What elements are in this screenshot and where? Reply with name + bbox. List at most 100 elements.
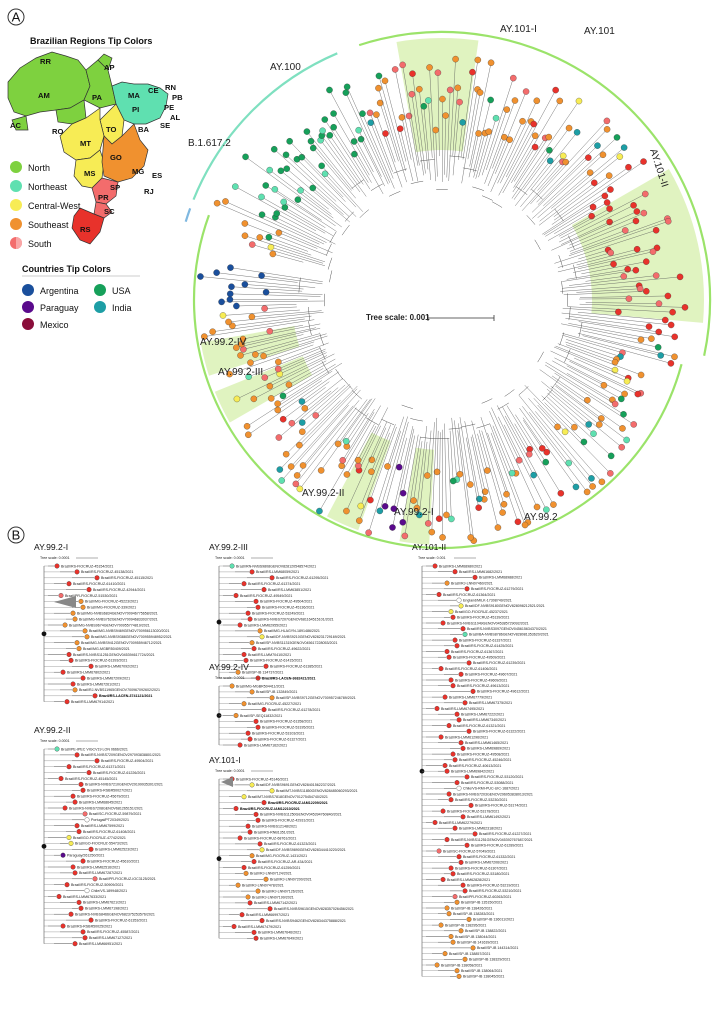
subtree-tip-label: Brazil/RS-NVBS7208GENOV681265151/2021 [69,806,143,810]
subtree-title: AY.99.2-IV [209,662,249,672]
subtree-tip-label: Brazil/MT-NVBS11850GENOV828485060293/202… [276,789,358,793]
subtree-tip-label: Brazil/RS-LMM61492/2021 [467,815,510,819]
subtree-tip-marker [449,934,454,939]
tree-internal-arc [299,278,301,293]
tree-tip [594,143,600,149]
subtree-tip-label: Brazil/RS-LMM67092/2021 [95,665,138,669]
subtree-tip-marker [71,611,76,616]
tree-tip [650,249,656,255]
tree-branch [488,433,518,522]
tree-branch [558,344,641,375]
subtree-scale-label: Tree scale: 0.0001 [215,556,245,560]
tree-tip [399,114,405,120]
tree-tip [672,334,678,340]
tree-tip [655,344,661,350]
subtree-tip-marker [467,729,472,734]
tree-tip [376,73,382,79]
tree-branch [313,188,344,215]
subtree-tip-label: Brazil/MG-NVBS9388GENOV700955948952/2021 [91,635,172,639]
tree-scale-label: Tree scale: 0.001 [366,313,430,322]
tree-tip [339,463,345,469]
tree-branch [565,342,616,359]
tree-tip [366,530,372,536]
state-label-rj: RJ [144,187,154,196]
subtree-scale-label: Tree scale: 0.0001 [40,556,70,560]
subtree-root-node [217,856,222,861]
subtree-tip-label: Brazil/RS-FIOCRUZ-49508/2021 [457,752,509,756]
tree-tip [299,419,305,425]
subtree-tip-marker [264,664,269,669]
subtree-scale-label: Tree scale: 0.0001 [215,769,245,773]
tree-branch [299,386,357,445]
tree-tip [299,429,305,435]
tree-tip [606,206,612,212]
subtree-tip-marker [250,853,255,858]
subtree-tip-label: Brazil/RS-FIOCRUZ-61227/2021 [479,832,531,836]
tree-tip [397,126,403,132]
subtree-tip-marker [459,860,464,865]
tree-tip [358,503,364,509]
tree-tip [242,154,248,160]
subtree-tip-marker [73,941,78,946]
tree-tip [512,97,518,103]
tree-tip [624,437,630,443]
subtree-tip-marker [445,581,450,586]
tree-tip [283,152,289,158]
tree-tip [630,202,636,208]
tree-tip [566,460,572,466]
tree-internal-arc [505,389,515,396]
legend-swatch-mexico [22,318,34,330]
subtree-tip-label: Brazil/RJ-LNN07126/2021 [262,889,304,893]
subtree-tip-marker [254,719,259,724]
tree-tip [606,219,612,225]
tree-tip [409,71,415,77]
subtree-tip-marker [55,564,60,569]
subtree-tip-label: Brazil/SP-IB 144314/2021 [477,946,518,950]
subtree-tip-marker [254,599,259,604]
legend-label-southeast: Southeast [28,220,69,230]
subtree-tip-marker [433,820,438,825]
subtree-tip-marker [451,683,456,688]
tree-branch [545,403,584,442]
tree-tip [488,97,494,103]
tree-tip [553,87,559,93]
tree-internal-arc [472,187,484,191]
subtree-tip-marker [465,587,470,592]
tree-internal-arc [560,333,564,346]
tree-tip [294,472,300,478]
subtree-tip-label: Brazil/SP-IB 138329/2021 [469,958,510,962]
state-label-ro: RO [52,127,63,136]
subtree-tip-marker [467,661,472,666]
subtree-tip-label: Brazil/RS-FIOCRUZ-61278/2021 [268,708,320,712]
subtree-tip-label: Brazil/RS-FIOCRUZ-53249/2021 [252,612,304,616]
subtree-tip-marker [453,826,458,831]
subtree-tip-marker [447,911,452,916]
subtree-tip-label: Chile/VS-189948/2021 [91,889,127,893]
tree-tip [475,57,481,63]
legend-label-argentina: Argentina [40,286,79,296]
subtree-tip-label: Brazil/RS-FIOCRUZ-53120/2021 [471,775,523,779]
tree-tip [648,336,654,342]
tree-tip [318,467,324,473]
subtree-tip-marker [453,569,458,574]
subtree-tip-label: Brazil/GO-FIOCRUZ-45237/2021 [455,610,508,614]
tree-tip [252,351,258,357]
tree-tip [218,299,224,305]
subtree-tip-label: Brazil/RS-RNB1351/2021 [254,830,295,834]
tree-tip [268,395,274,401]
subtree-scale-label: Tree scale: 0.0001 [215,676,245,680]
subtree-tip-marker [73,617,78,622]
subtree-tip-label: Brazil/PR-FIOCRUZ-60263/2021 [459,895,511,899]
tree-tip [377,508,383,514]
tree-internal-arc [543,389,553,400]
subtree-tip-label: Brazil/RS-FIOCRUZ-61321/2021 [453,724,505,728]
collapsed-clade [221,777,233,787]
tree-branch [225,201,319,244]
tree-tip [275,359,281,365]
subtree-tip-marker [242,865,247,870]
subtree-tip-marker [461,815,466,820]
tree-tip [612,367,618,373]
subtree-tip-label: Brazil/RS-FIOCRUZ-61327/2021 [254,737,306,741]
tree-tip [343,438,349,444]
subtree-tip-marker [69,912,74,917]
